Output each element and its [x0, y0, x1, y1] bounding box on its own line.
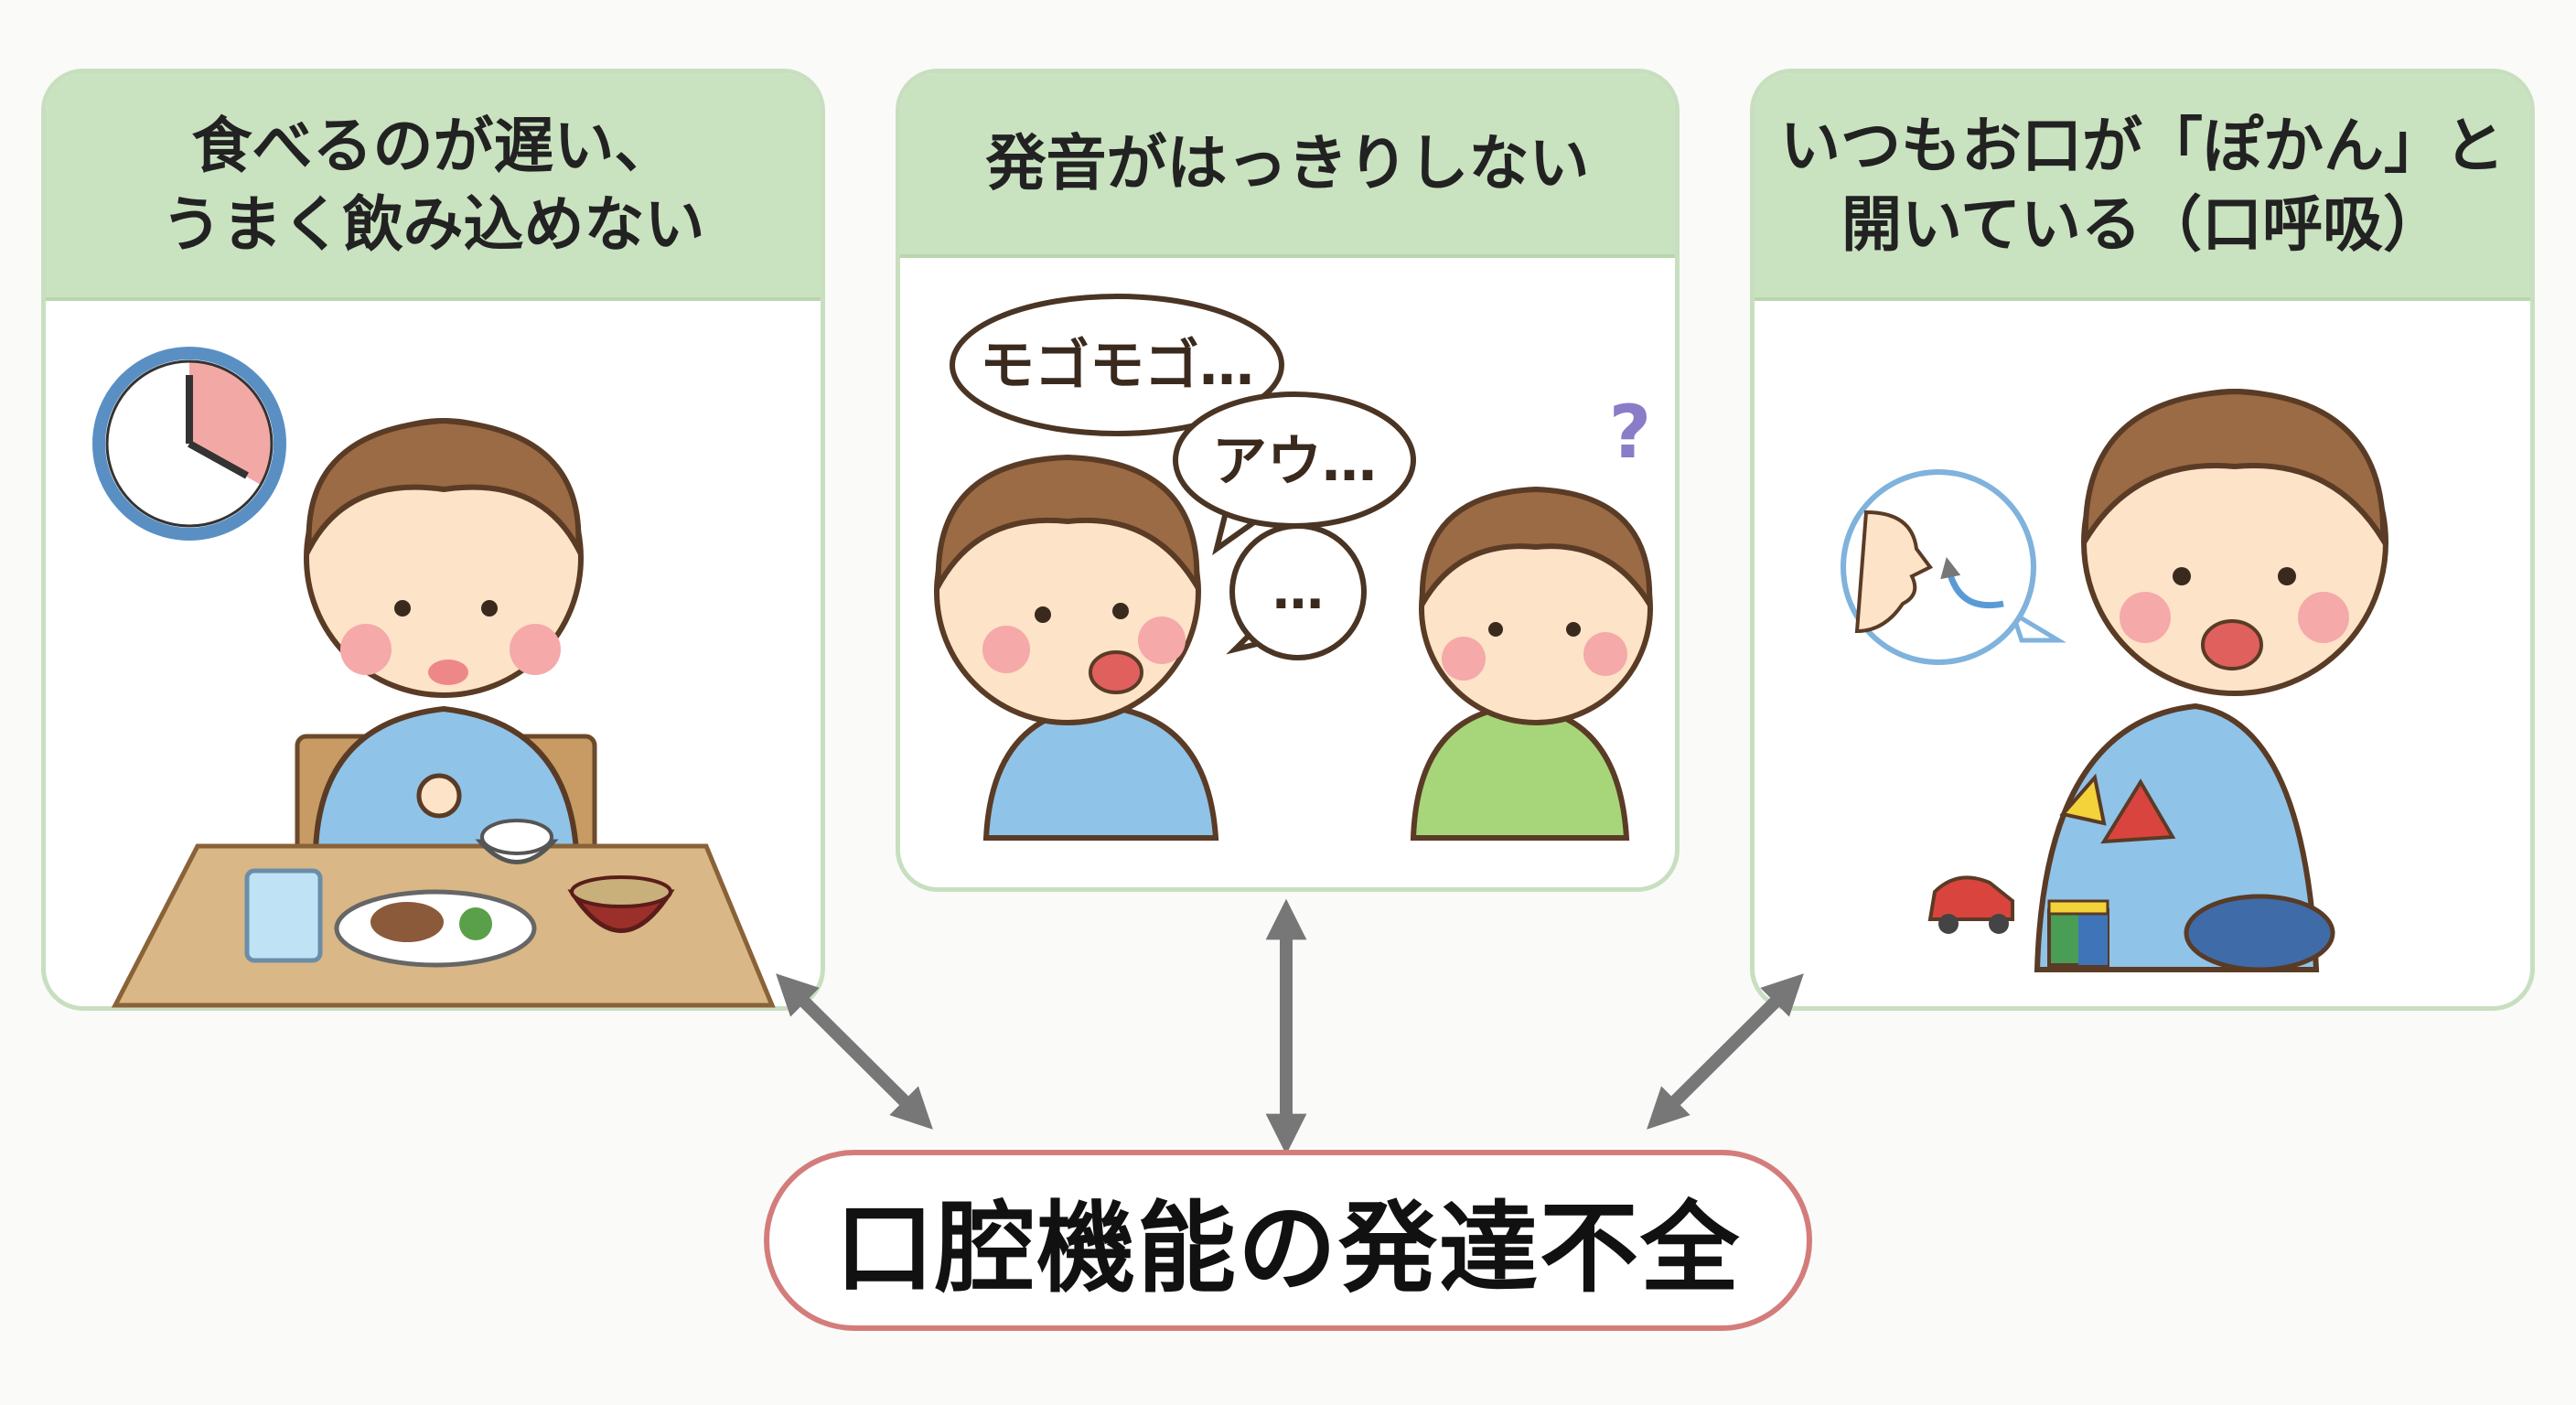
- water-glass-icon: [244, 868, 323, 963]
- panel-header: 食べるのが遅い、 うまく飲み込めない: [46, 73, 821, 301]
- eating-child: [304, 417, 584, 853]
- oral-function-result-box: 口腔機能の発達不全: [764, 1150, 1812, 1331]
- playing-child: [2034, 388, 2388, 972]
- question-mark-icon: ?: [1609, 390, 1651, 475]
- double-arrow-right: [1647, 973, 1804, 1130]
- speaking-child: [934, 454, 1219, 841]
- bubble-text: …: [1272, 562, 1324, 621]
- panel-title: 発音がはっきりしない: [985, 128, 1590, 199]
- speech-bubble-silence: …: [1226, 523, 1367, 660]
- meal-plate-icon: [334, 889, 537, 968]
- speech-bubble-mogomogo: モゴモゴ…: [950, 294, 1284, 455]
- panel-title: 食べるのが遅い、 うまく飲み込めない: [161, 110, 705, 260]
- rice-bowl-icon: [475, 819, 559, 864]
- panel-title: いつもお口が「ぽかん」と 開いている（口呼吸）: [1780, 110, 2505, 260]
- panel-header: いつもお口が「ぽかん」と 開いている（口呼吸）: [1755, 73, 2530, 301]
- soup-bowl-icon: [567, 875, 675, 933]
- speech-bubble-au: アウ…: [1173, 391, 1416, 556]
- clock-icon: [92, 347, 286, 541]
- mouth-breathing-bubble: [1841, 469, 2067, 665]
- toy-block-icon: [2047, 899, 2109, 967]
- result-label: 口腔機能の発達不全: [834, 1192, 1741, 1306]
- panel-slow-eating: 食べるのが遅い、 うまく飲み込めない: [41, 69, 825, 1011]
- puzzled-child: [1410, 486, 1653, 841]
- bubble-text: モゴモゴ…: [980, 334, 1254, 398]
- double-arrow-left: [776, 973, 933, 1130]
- toy-car-icon: [1927, 875, 2014, 934]
- panel-header: 発音がはっきりしない: [900, 73, 1675, 258]
- bubble-text: アウ…: [1212, 430, 1377, 494]
